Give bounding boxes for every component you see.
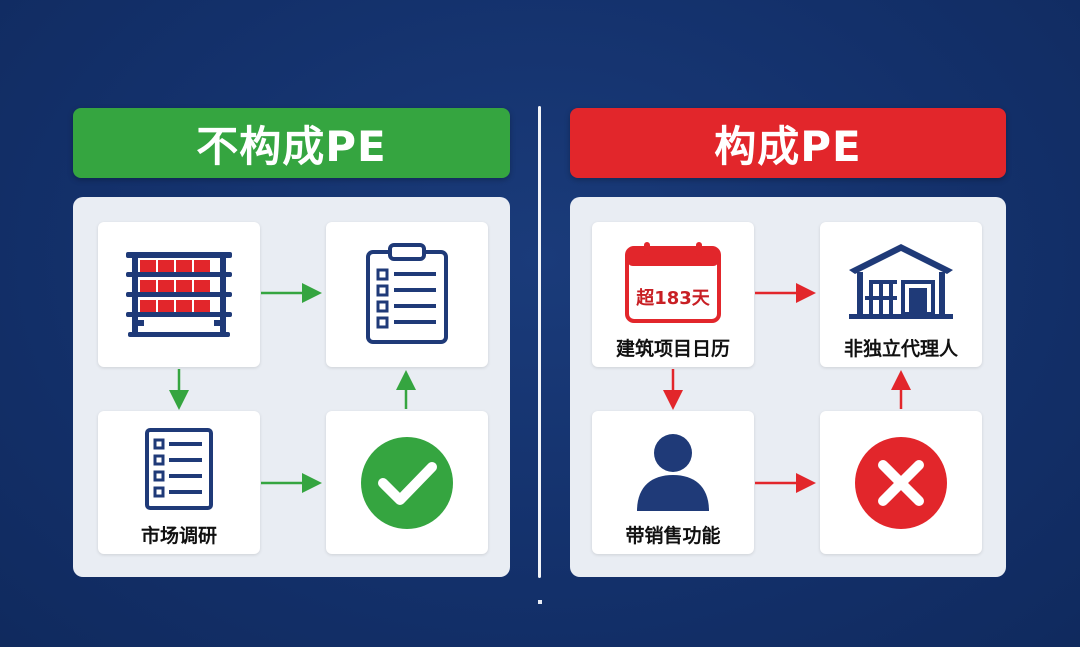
pe-header: 构成PE — [570, 108, 1006, 178]
market-research-label: 市场调研 — [140, 525, 217, 547]
cross-card — [820, 411, 982, 554]
dependent-agent-label: 非独立代理人 — [843, 338, 958, 360]
pe-panel: 超183天 建筑项目日历 非独立代理人 带销售功能 — [570, 197, 1006, 577]
clipboard-checklist-icon — [366, 243, 448, 344]
checklist-document-icon — [145, 428, 213, 510]
construction-calendar-card: 超183天 建筑项目日历 — [592, 222, 754, 367]
right-flow-arrows — [663, 283, 911, 493]
check-card — [326, 411, 488, 554]
check-circle-icon — [361, 437, 453, 529]
not-pe-panel: 市场调研 — [73, 197, 510, 577]
left-flow-arrows — [169, 283, 416, 493]
market-research-card: 市场调研 — [98, 411, 260, 554]
cross-circle-icon — [855, 437, 947, 529]
dependent-agent-card: 非独立代理人 — [820, 222, 982, 367]
person-icon — [637, 434, 709, 511]
warehouse-building-icon — [849, 244, 953, 319]
construction-calendar-label: 建筑项目日历 — [615, 338, 730, 360]
calendar-text: 超183天 — [636, 288, 710, 309]
center-divider — [538, 106, 541, 578]
warehouse-shelf-icon — [126, 252, 232, 337]
sales-function-card: 带销售功能 — [592, 411, 754, 554]
clipboard-card — [326, 222, 488, 367]
divider-dot — [538, 600, 542, 604]
sales-function-label: 带销售功能 — [625, 525, 721, 547]
not-pe-header: 不构成PE — [73, 108, 510, 178]
calendar-icon — [625, 242, 721, 323]
shelf-card — [98, 222, 260, 367]
